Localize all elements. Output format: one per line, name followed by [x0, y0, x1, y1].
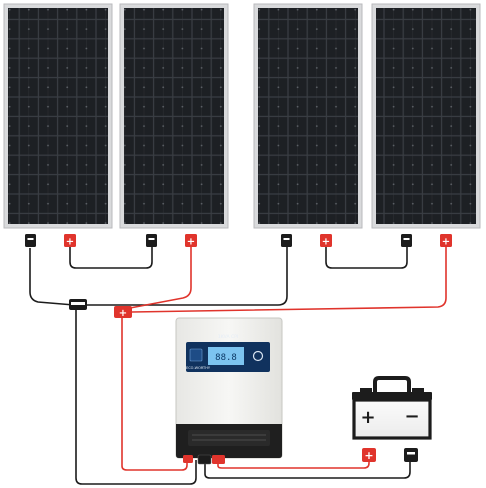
positive-symbol: + — [119, 308, 127, 319]
battery-negative-symbol: − — [404, 406, 419, 427]
inverter-lcd — [208, 347, 244, 365]
positive-branch-connector — [114, 306, 132, 318]
negative-branch-connector — [69, 299, 87, 310]
negative-wiring — [29, 246, 411, 485]
inverter-title: 1KVA CPI — [218, 334, 238, 340]
battery-terminal-positive — [362, 448, 376, 462]
inverter-terminal-pv — [183, 455, 193, 463]
solar-panel — [3, 3, 113, 229]
inverter-terminal-positive — [212, 455, 225, 464]
panel-connectors — [25, 234, 452, 247]
power-button-icon[interactable] — [252, 350, 264, 362]
solar-panel — [119, 3, 229, 229]
inverter-brand: ECO-WORTHY — [186, 366, 211, 370]
solar-panel — [253, 3, 363, 229]
battery-positive-symbol: + — [360, 407, 375, 428]
positive-symbol: + — [364, 449, 373, 462]
battery-terminal-negative — [404, 448, 418, 462]
battery — [352, 376, 432, 462]
positive-wiring — [121, 246, 447, 471]
positive-symbol: + — [442, 237, 450, 248]
positive-symbol: + — [322, 237, 330, 248]
positive-symbol: + — [66, 237, 74, 248]
solar-inverter — [175, 317, 283, 465]
positive-symbol: + — [187, 237, 195, 248]
inverter-lcd-readout: 88.8 — [215, 353, 237, 363]
solar-panel — [371, 3, 481, 229]
inverter-terminal-negative — [197, 454, 212, 465]
